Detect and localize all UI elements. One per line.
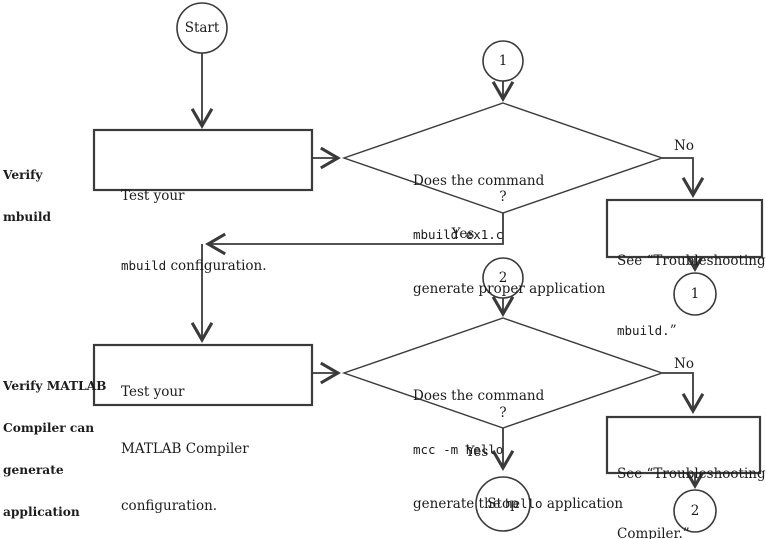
test-mbuild-process-box bbox=[92, 128, 314, 192]
troubleshoot-mbuild-box bbox=[605, 198, 764, 259]
mbuild-ex1c-code-text: mbuild ex1.c bbox=[413, 227, 504, 242]
connector2-top-circle bbox=[482, 257, 524, 299]
test-compiler-process-box bbox=[92, 343, 314, 407]
side-label-verify-mbuild: Verify mbuild bbox=[3, 168, 52, 224]
decision-mbuild-text: Does the command mbuild ex1.c generate p… bbox=[413, 173, 606, 297]
connector1-bottom-label: 1 bbox=[690, 286, 700, 302]
test-compiler-text: Test your MATLAB Compiler configuration. bbox=[121, 384, 249, 514]
connector1-top-label: 1 bbox=[498, 53, 508, 69]
connector2-bottom-label: 2 bbox=[690, 503, 700, 519]
connector2-top-label: 2 bbox=[498, 270, 508, 286]
hello-code-text: hello bbox=[504, 496, 543, 511]
no2-edge-label: No bbox=[674, 356, 694, 372]
no1-edge-label: No bbox=[674, 138, 694, 154]
connector1-bottom-circle bbox=[673, 272, 717, 316]
decision-mbuild-diamond bbox=[341, 102, 665, 214]
yes2-edge-label: Yes bbox=[465, 444, 489, 460]
troubleshoot-compiler-text: See “Troubleshooting Compiler.” bbox=[617, 466, 766, 539]
mbuild-ref-code-text: mbuild. bbox=[617, 323, 670, 338]
mcc-hello-code-text: mcc -m hello bbox=[413, 442, 504, 457]
decision-compiler-diamond bbox=[341, 317, 665, 429]
connector1-top-circle bbox=[482, 40, 524, 82]
yes1-edge-label: Yes bbox=[451, 226, 475, 242]
arrow-yes1-horizontal bbox=[205, 213, 504, 256]
side-label-verify-compiler: Verify MATLAB Compiler can generate appl… bbox=[3, 379, 107, 519]
stop-label: Stop bbox=[487, 496, 519, 512]
test-mbuild-text: Test your mbuild configuration. bbox=[121, 188, 267, 274]
troubleshoot-compiler-box bbox=[605, 415, 762, 475]
mbuild-code-text: mbuild bbox=[121, 258, 167, 273]
arrow-no1-to-troubleshoot-mbuild bbox=[662, 157, 705, 198]
arrow-no2-to-troubleshoot-compiler bbox=[662, 372, 705, 414]
decision-compiler-text: Does the command mcc -m hello generate t… bbox=[413, 388, 624, 512]
stop-terminal-circle bbox=[475, 476, 531, 532]
connector2-bottom-circle bbox=[673, 489, 717, 533]
decision-mbuild-question-mark: ? bbox=[499, 189, 507, 205]
decision-compiler-question-mark: ? bbox=[499, 405, 507, 421]
start-label: Start bbox=[184, 20, 220, 36]
start-terminal-circle bbox=[176, 2, 228, 54]
